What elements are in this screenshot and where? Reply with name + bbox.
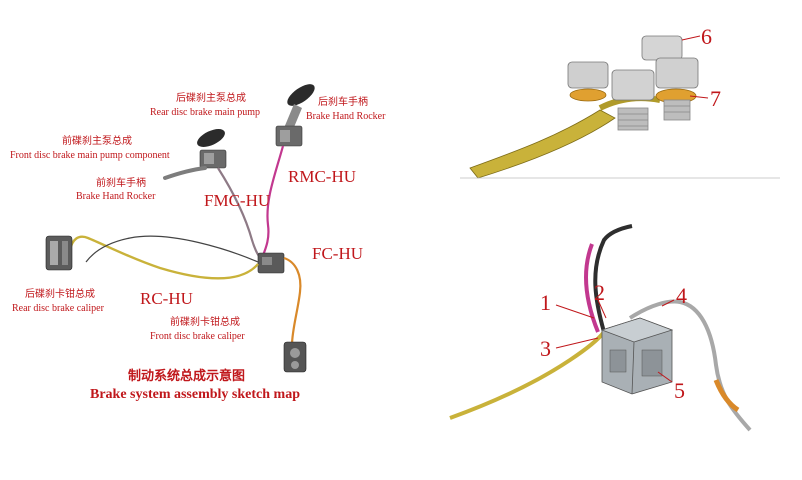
- hu-module-detail-drawing: [449, 224, 752, 432]
- front-brake-lever: [163, 129, 227, 180]
- front-rocker-label-zh: 前刹车手柄: [96, 178, 146, 189]
- rear-caliper-label-zh: 后碟刹卡钳总成: [25, 289, 95, 300]
- diagram-title-zh: 制动系统总成示意图: [128, 369, 246, 384]
- front-caliper-label-zh: 前碟刹卡钳总成: [170, 317, 240, 328]
- front-caliper: [283, 341, 307, 373]
- front-caliper-label-en: Front disc brake caliper: [150, 331, 245, 342]
- front-pump-label-en: Front disc brake main pump component: [10, 150, 170, 161]
- callout-7: 7: [710, 86, 721, 111]
- rear-brake-lever: [275, 84, 315, 147]
- callout-2: 2: [594, 280, 605, 305]
- rc-hu-label: RC-HU: [140, 289, 193, 308]
- rear-caliper: [45, 235, 73, 271]
- front-pump-label-zh: 前碟刹主泵总成: [62, 136, 132, 147]
- hydraulic-unit: [257, 252, 285, 274]
- rear-rocker-label-zh: 后刹车手柄: [318, 97, 368, 108]
- fmc-hu-label: FMC-HU: [204, 191, 271, 210]
- rear-caliper-label-en: Rear disc brake caliper: [12, 303, 104, 314]
- callout-5: 5: [674, 378, 685, 403]
- fc-hu-label: FC-HU: [312, 244, 364, 263]
- fmc-hu-hose: [217, 167, 263, 261]
- rear-pump-label-en: Rear disc brake main pump: [150, 107, 260, 118]
- callout-1: 1: [540, 290, 551, 315]
- diagram-title-en: Brake system assembly sketch map: [90, 387, 300, 402]
- rmc-hu-label: RMC-HU: [288, 167, 357, 186]
- callout-6: 6: [701, 24, 712, 49]
- front-rocker-label-en: Brake Hand Rocker: [76, 191, 156, 202]
- callout-4: 4: [676, 283, 687, 308]
- callout-3: 3: [540, 336, 551, 361]
- fitting-detail-drawing: [460, 35, 780, 179]
- rear-rocker-label-en: Brake Hand Rocker: [306, 111, 386, 122]
- rc-hu-hose: [68, 235, 259, 280]
- fc-hu-hose: [283, 256, 302, 346]
- rmc-hu-hose: [260, 145, 285, 259]
- rear-pump-label-zh: 后碟刹主泵总成: [176, 93, 246, 104]
